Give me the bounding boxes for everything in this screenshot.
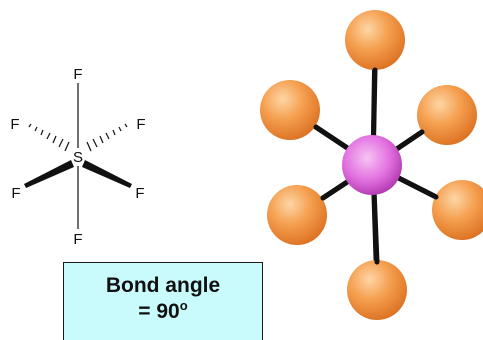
atom-label-f-upper-right: F bbox=[136, 116, 145, 133]
atom-label-f-lower-right: F bbox=[135, 185, 144, 202]
wedge-bond-lower-right bbox=[82, 160, 132, 188]
caption-angle-value: = 90 bbox=[138, 300, 180, 323]
atom-label-f-bottom: F bbox=[73, 231, 82, 248]
atom-label-s-center: S bbox=[73, 149, 83, 166]
fluorine-ball-lower-left bbox=[267, 185, 327, 245]
fluorine-ball-upper-right bbox=[417, 85, 477, 145]
ball-and-stick-model bbox=[260, 10, 483, 320]
sulfur-ball-center bbox=[342, 135, 402, 195]
caption-line-2: = 90o bbox=[64, 299, 262, 325]
caption-degree-symbol: o bbox=[179, 298, 188, 313]
fluorine-ball-top bbox=[345, 10, 405, 70]
fluorine-ball-upper-left bbox=[260, 80, 320, 140]
atom-label-f-upper-left: F bbox=[10, 116, 19, 133]
atom-label-f-top: F bbox=[73, 66, 82, 83]
structural-formula: F S F F F F F bbox=[10, 66, 145, 248]
hashed-bond-upper-right bbox=[86, 123, 128, 152]
fluorine-ball-bottom bbox=[347, 260, 407, 320]
atom-label-f-lower-left: F bbox=[11, 185, 20, 202]
wedge-bond-lower-left bbox=[24, 160, 74, 188]
hashed-bond-upper-left bbox=[28, 123, 70, 152]
caption-line-1: Bond angle bbox=[105, 274, 221, 297]
fluorine-ball-lower-right bbox=[432, 180, 483, 240]
bond-angle-caption: Bond angle = 90o bbox=[63, 262, 263, 340]
